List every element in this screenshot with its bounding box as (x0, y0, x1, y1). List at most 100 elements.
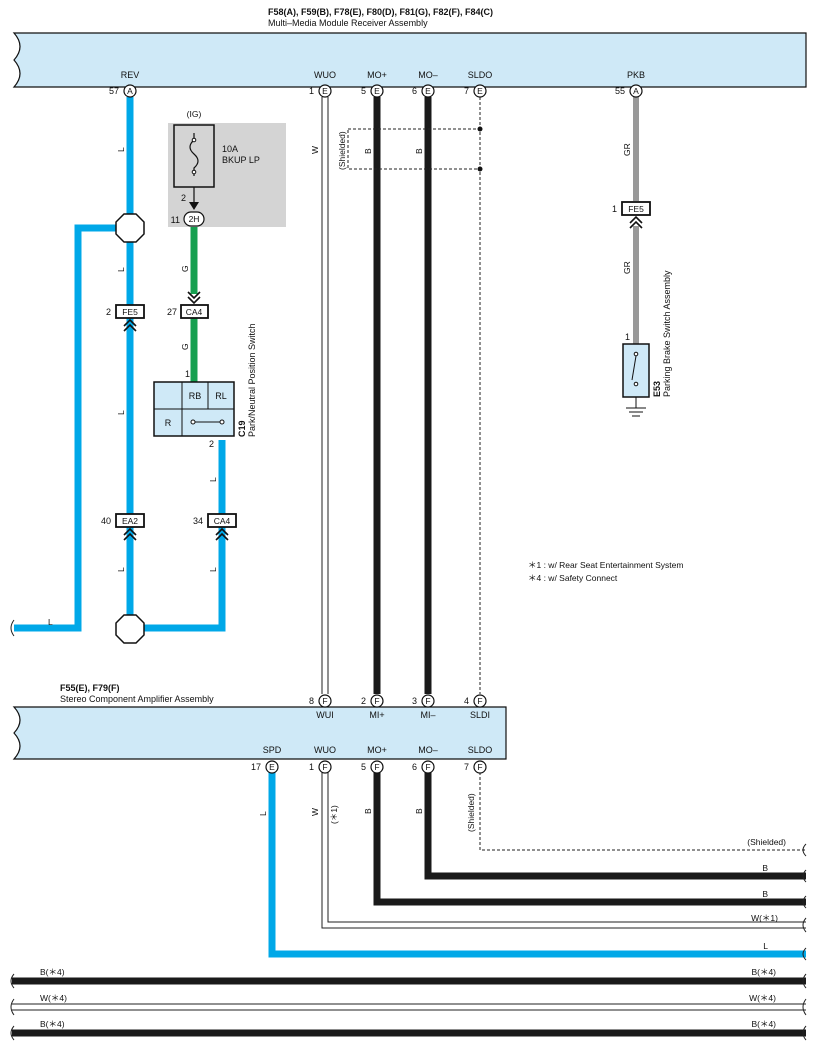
pin-circle-wuo (318, 84, 332, 98)
fuse-icon (189, 133, 199, 176)
bus-label-w-star4-right: W(＊4) (749, 993, 776, 1003)
fuse-dot-top (191, 137, 197, 143)
receiver-codes: F58(A), F59(B), F78(E), F80(D), F81(G), … (268, 7, 493, 17)
conn-ea2-num: 40 (101, 516, 111, 526)
wire-label-w-amp: W (310, 808, 320, 816)
amp-out-circle-spd (265, 760, 279, 774)
pin-circle-rev (123, 84, 137, 98)
wire-label-l-spd: L (258, 811, 268, 816)
pin-num-rev: 57 (109, 86, 119, 96)
amp-out-conn-mo-plus: F (374, 762, 379, 772)
amp-pin-label-wui: WUI (316, 710, 334, 720)
conn-ca4-bottom-chevron-icon (215, 527, 229, 541)
fuse-dot-bottom (191, 169, 197, 175)
fuse-ig: (IG) (187, 109, 202, 119)
wire-left-branch (14, 224, 117, 632)
bus-label-b-star4-left-2: B(＊4) (40, 1019, 65, 1029)
receiver-module-box (12, 32, 807, 88)
wire-label-l-6: L (208, 477, 218, 482)
pin-circle-sldo (473, 84, 487, 98)
fuse-rating: 10A (222, 144, 238, 154)
amp-out-num-wuo: 1 (309, 762, 314, 772)
pn-switch-pin-in: 1 (185, 369, 190, 379)
splice-junction-bottom (115, 614, 145, 644)
amp-out-num-spd: 17 (251, 762, 261, 772)
amp-pin-label-sldi: SLDI (470, 710, 490, 720)
amp-out-conn-wuo: F (322, 762, 327, 772)
bus-label-b-star4-left-1: B(＊4) (40, 967, 65, 977)
pin-num-mo-minus: 6 (412, 86, 417, 96)
amp-out-circle-sldo (473, 760, 487, 774)
amp-out-num-mo-plus: 5 (361, 762, 366, 772)
wire-label-l-4: L (116, 567, 126, 572)
fuse-pin-top: 2 (181, 193, 186, 203)
pin-num-pkb: 55 (615, 86, 625, 96)
wire-amp-sldo (479, 772, 806, 851)
conn-fe5-right-label: FE5 (628, 204, 644, 214)
pkb-switch-dot-top (633, 351, 639, 357)
amp-out-circle-mo-plus (370, 760, 384, 774)
pin-label-rev: REV (121, 70, 140, 80)
pn-switch-pin-out: 2 (209, 439, 214, 449)
pin-conn-mo-minus: E (425, 86, 431, 96)
wire-label-b-1: B (363, 148, 373, 154)
amp-pin-conn-mi-minus: F (425, 696, 430, 706)
pn-switch-rb: RB (189, 391, 202, 401)
wire-label-b-2: B (414, 148, 424, 154)
pkb-switch-name: Parking Brake Switch Assembly (662, 270, 672, 397)
pn-switch-code: C19 (237, 420, 247, 437)
amp-pin-conn-wui: F (322, 696, 327, 706)
amp-pin-label-mi-minus: MI– (420, 710, 435, 720)
right-label-w-star1: W(＊1) (751, 913, 778, 923)
amp-pin-conn-sldi: F (477, 696, 482, 706)
pn-switch-r: R (165, 418, 172, 428)
shielded-label-lower: (Shielded) (466, 793, 476, 832)
wire-amp-mo-plus (373, 772, 806, 906)
conn-fe5-right-box (621, 201, 651, 216)
amplifier-name: Stereo Component Amplifier Assembly (60, 694, 214, 704)
right-label-shielded: (Shielded) (747, 837, 786, 847)
wire-label-l-3: L (116, 410, 126, 415)
right-label-l: L (763, 941, 768, 951)
amplifier-codes: F55(E), F79(F) (60, 683, 120, 693)
pkb-switch-dot-bottom (633, 381, 639, 387)
wire-amp-mo-minus (424, 772, 806, 880)
pin-label-wuo: WUO (314, 70, 336, 80)
wire-spd (268, 772, 806, 958)
pin-circle-mo-minus (421, 84, 435, 98)
pin-conn-mo-plus: E (374, 86, 380, 96)
conn-ca4-top-box (180, 304, 209, 319)
pin-label-mo-plus: MO+ (367, 70, 387, 80)
pkb-switch-lever (631, 355, 637, 381)
fuse-pin-oval (183, 211, 205, 227)
amp-out-label-spd: SPD (263, 745, 282, 755)
amp-pin-num-wui: 8 (309, 696, 314, 706)
pin-label-pkb: PKB (627, 70, 645, 80)
amp-pin-num-sldi: 4 (464, 696, 469, 706)
break-marks-right-bus (802, 973, 807, 1041)
amp-out-label-wuo: WUO (314, 745, 336, 755)
right-label-b-1: B (762, 863, 768, 873)
fuse-pin-conn: 2H (189, 214, 200, 224)
shield-dot-top (477, 126, 483, 132)
wire-amp-wuo-b (327, 772, 806, 923)
shielded-label-upper: (Shielded) (337, 131, 347, 170)
amp-pin-num-mi-minus: 3 (412, 696, 417, 706)
pkb-switch-code: E53 (652, 381, 662, 397)
footnote-2: ＊4 : w/ Safety Connect (528, 573, 618, 583)
wire-label-g-1: G (180, 265, 190, 272)
pin-label-mo-minus: MO– (418, 70, 438, 80)
pin-circle-mo-plus (370, 84, 384, 98)
wire-label-l-7: L (48, 617, 53, 627)
amp-pin-label-mi-plus: MI+ (369, 710, 384, 720)
amp-out-label-mo-minus: MO– (418, 745, 438, 755)
conn-fe5-right-chevron-icon (629, 215, 643, 229)
conn-fe5-left-label: FE5 (122, 307, 138, 317)
wire-label-w-1: W (310, 146, 320, 154)
amp-pin-circle-mi-plus (370, 694, 384, 708)
pin-num-mo-plus: 5 (361, 86, 366, 96)
conn-fe5-left-num: 2 (106, 307, 111, 317)
splice-junction-top (115, 213, 145, 243)
shield-box (347, 128, 481, 170)
pin-conn-wuo: E (322, 86, 328, 96)
